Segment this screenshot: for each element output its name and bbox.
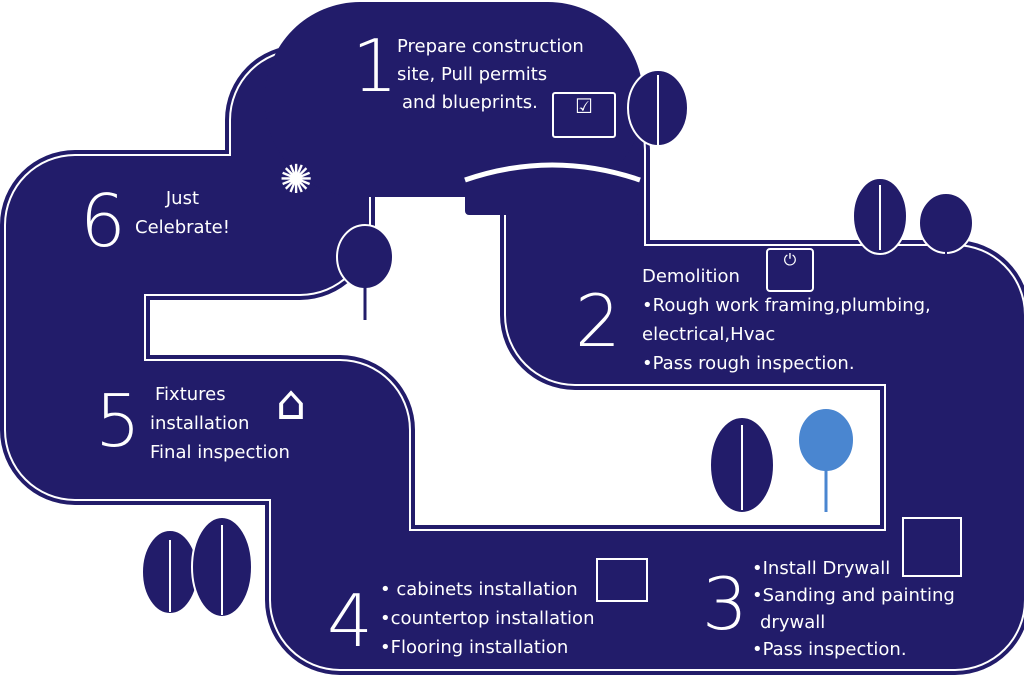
step-4-line: •countertop installation: [380, 608, 595, 629]
step-5-line: installation: [150, 413, 250, 434]
bridge-icon: [464, 160, 641, 215]
step-3-line: •Pass inspection.: [752, 639, 907, 660]
step-1-number: 1: [352, 24, 398, 108]
step-1-text: Prepare construction site, Pull permits …: [397, 33, 584, 117]
step-3-line: drywall: [760, 612, 826, 633]
step-6-line: Celebrate!: [135, 217, 230, 238]
step-4-line: •Flooring installation: [380, 637, 569, 658]
step-5-text: Fixtures installation Final inspection: [150, 380, 290, 467]
step-6-line: Just: [165, 188, 200, 209]
step-2-text: Demolition •Rough work framing,plumbing,…: [642, 262, 931, 378]
step-6-text: Just Celebrate!: [135, 184, 230, 242]
power-strip-plug-icon: ⏻: [766, 248, 814, 292]
tree-icons: [141, 69, 974, 618]
step-5-number: 5: [95, 379, 141, 463]
step-2-line: •Pass rough inspection.: [642, 353, 855, 374]
blueprint-checklist-icon: ☑: [552, 92, 616, 138]
step-3-text: •Install Drywall •Sanding and painting d…: [752, 555, 955, 663]
step-4-number: 4: [327, 579, 373, 663]
step-1-line: and blueprints.: [402, 92, 538, 113]
step-6-number: 6: [80, 179, 126, 263]
step-3-line: •Install Drywall: [752, 558, 891, 579]
step-5-line: Final inspection: [150, 442, 290, 463]
drywall-panel-icon: [902, 517, 962, 577]
kitchen-cabinets-icon: [596, 558, 648, 602]
celebration-people-icon: ✺: [279, 157, 313, 203]
house-inspection-icon: ⌂: [275, 375, 307, 431]
step-4-line: • cabinets installation: [380, 579, 578, 600]
step-2-line: Demolition: [642, 266, 740, 287]
step-2-line: •Rough work framing,plumbing,: [642, 295, 931, 316]
step-3-number: 3: [702, 562, 748, 646]
step-5-line: Fixtures: [155, 384, 226, 405]
step-4-text: • cabinets installation •countertop inst…: [380, 575, 594, 662]
step-3-line: •Sanding and painting: [752, 585, 955, 606]
step-2-line: electrical,Hvac: [642, 324, 776, 345]
step-1-line: site, Pull permits: [397, 64, 548, 85]
step-2-number: 2: [575, 279, 621, 363]
step-1-line: Prepare construction: [397, 36, 584, 57]
